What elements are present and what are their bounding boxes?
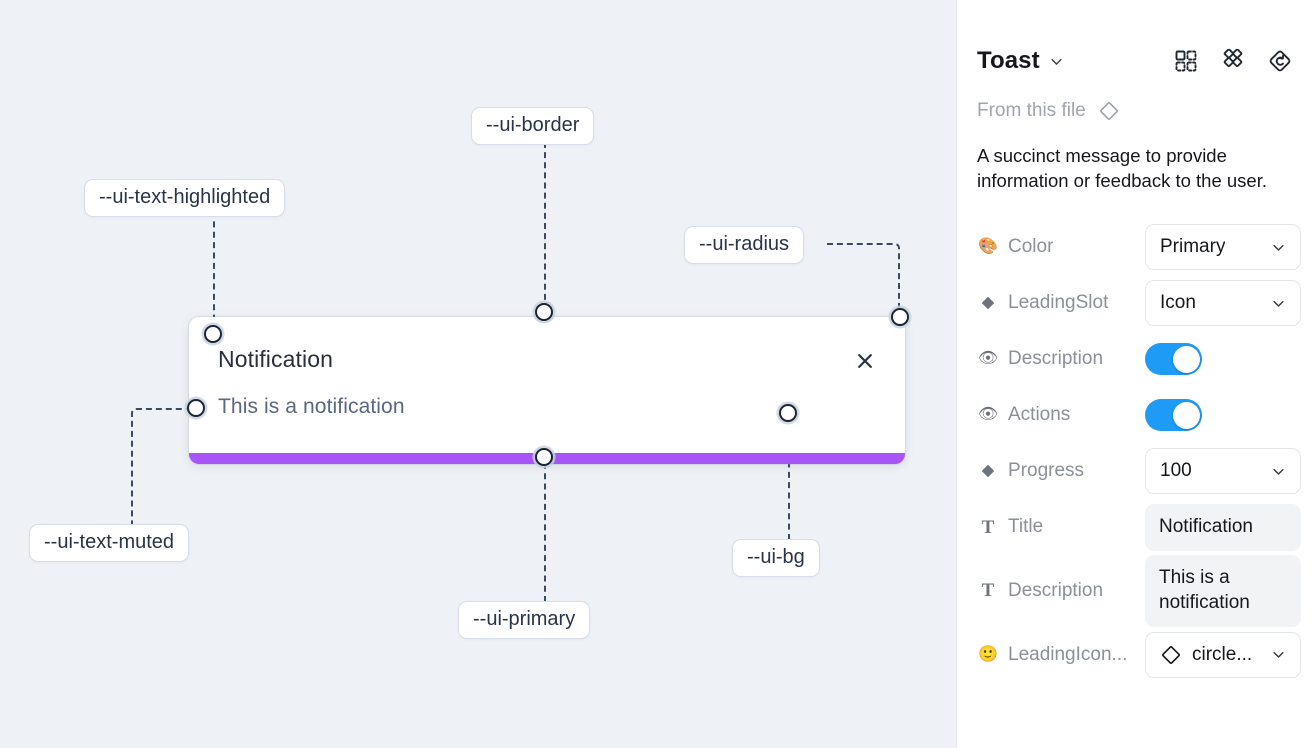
component-description: A succinct message to provide informatio… (977, 145, 1268, 191)
token-pill-ui-primary[interactable]: --ui-primary (458, 601, 591, 639)
reset-instance-icon[interactable] (1268, 49, 1292, 73)
description-input[interactable]: This is a notification (1145, 555, 1301, 627)
property-control-actions-visible (1145, 399, 1301, 432)
progress-select[interactable]: 100 (1145, 448, 1301, 495)
component-set-icon[interactable] (1174, 49, 1198, 73)
toast-title: Notification (218, 346, 333, 372)
toggle-knob (1172, 401, 1200, 429)
property-label-leading-slot: LeadingSlot (977, 292, 1145, 314)
property-list: 🎨 Color Primary (977, 219, 1301, 683)
chevron-down-icon (1271, 296, 1286, 311)
actions-toggle[interactable] (1145, 399, 1202, 432)
property-control-leading-icon: circle... (1145, 631, 1301, 678)
description-toggle[interactable] (1145, 343, 1202, 376)
chevron-down-icon[interactable] (1049, 54, 1064, 69)
leader-line-ui-radius (827, 243, 900, 317)
anchor-ui-border[interactable] (535, 303, 553, 321)
toast-description: This is a notification (218, 395, 405, 418)
from-this-file-label: From this file (977, 100, 1086, 121)
property-row-description-visible: 👁 Description (977, 331, 1292, 387)
title-input[interactable]: Notification (1145, 503, 1301, 551)
property-row-progress: Progress 100 (977, 443, 1301, 499)
leader-line-ui-text-highlighted (213, 211, 215, 331)
chevron-down-icon (1271, 240, 1286, 255)
text-icon: T (981, 516, 995, 538)
panel-header: Toast (977, 30, 1292, 92)
from-this-file-row[interactable]: From this file (977, 100, 1292, 122)
property-control-color: Primary (1145, 224, 1301, 271)
property-control-description-visible (1145, 343, 1301, 376)
property-control-title: Notification (1145, 503, 1301, 551)
leading-icon-select[interactable]: circle... (1145, 631, 1301, 678)
leader-line-ui-bg (788, 420, 790, 540)
token-pill-ui-bg[interactable]: --ui-bg (732, 539, 820, 577)
property-label-leading-icon: 🙂 LeadingIcon... (978, 643, 1128, 665)
property-control-leading-slot: Icon (1145, 280, 1301, 327)
properties-panel: Toast (956, 0, 1312, 748)
toggle-knob (1172, 345, 1200, 373)
token-pill-ui-text-highlighted[interactable]: --ui-text-highlighted (84, 179, 286, 217)
property-control-progress: 100 (1145, 448, 1301, 495)
token-pill-ui-radius[interactable]: --ui-radius (684, 226, 805, 264)
smiley-emoji-icon: 🙂 (978, 645, 998, 663)
diamond-icon (1160, 644, 1182, 666)
leading-slot-select[interactable]: Icon (1145, 280, 1301, 327)
property-row-description-text: T Description This is a notification (977, 555, 1301, 627)
anchor-ui-bg[interactable] (779, 404, 797, 422)
anchor-ui-text-muted[interactable] (187, 399, 205, 417)
toast-preview-card[interactable]: Notification This is a notification (189, 317, 905, 464)
token-pill-ui-text-muted[interactable]: --ui-text-muted (29, 524, 190, 562)
leader-line-ui-border (544, 142, 546, 310)
property-label-description-text: T Description (977, 580, 1145, 602)
anchor-ui-primary[interactable] (535, 448, 553, 466)
leader-line-ui-primary (544, 463, 546, 602)
property-row-leading-icon: 🙂 LeadingIcon... circle... (977, 627, 1301, 683)
property-row-title: T Title Notification (977, 499, 1301, 555)
property-label-title: T Title (977, 516, 1145, 538)
token-pill-ui-border[interactable]: --ui-border (471, 107, 595, 145)
property-row-actions-visible: 👁 Actions (977, 387, 1292, 443)
design-canvas[interactable]: Notification This is a notification --ui… (0, 0, 956, 748)
property-row-color: 🎨 Color Primary (977, 219, 1301, 275)
anchor-ui-radius[interactable] (891, 308, 909, 326)
leader-line-ui-text-muted (131, 408, 195, 526)
eye-emoji-icon: 👁 (977, 406, 999, 424)
color-select[interactable]: Primary (1145, 224, 1301, 271)
eye-emoji-icon: 👁 (977, 350, 999, 368)
diamond-icon (977, 463, 999, 479)
property-label-actions-visible: 👁 Actions (977, 404, 1071, 426)
property-label-description-visible: 👁 Description (977, 348, 1104, 370)
chevron-down-icon (1271, 647, 1286, 662)
header-icon-group (1174, 49, 1292, 73)
diamond-icon (977, 295, 999, 311)
anchor-ui-text-highlighted[interactable] (204, 325, 222, 343)
variants-icon[interactable] (1221, 49, 1245, 73)
property-label-progress: Progress (977, 460, 1145, 482)
chevron-down-icon (1271, 464, 1286, 479)
close-icon[interactable] (852, 348, 878, 374)
text-icon: T (981, 580, 995, 602)
palette-emoji-icon: 🎨 (978, 238, 998, 256)
property-label-color: 🎨 Color (978, 236, 1054, 258)
property-control-description-text: This is a notification (1145, 555, 1301, 627)
page-title: Toast (977, 47, 1040, 74)
property-row-leading-slot: LeadingSlot Icon (977, 275, 1301, 331)
diamond-icon (1098, 100, 1120, 122)
